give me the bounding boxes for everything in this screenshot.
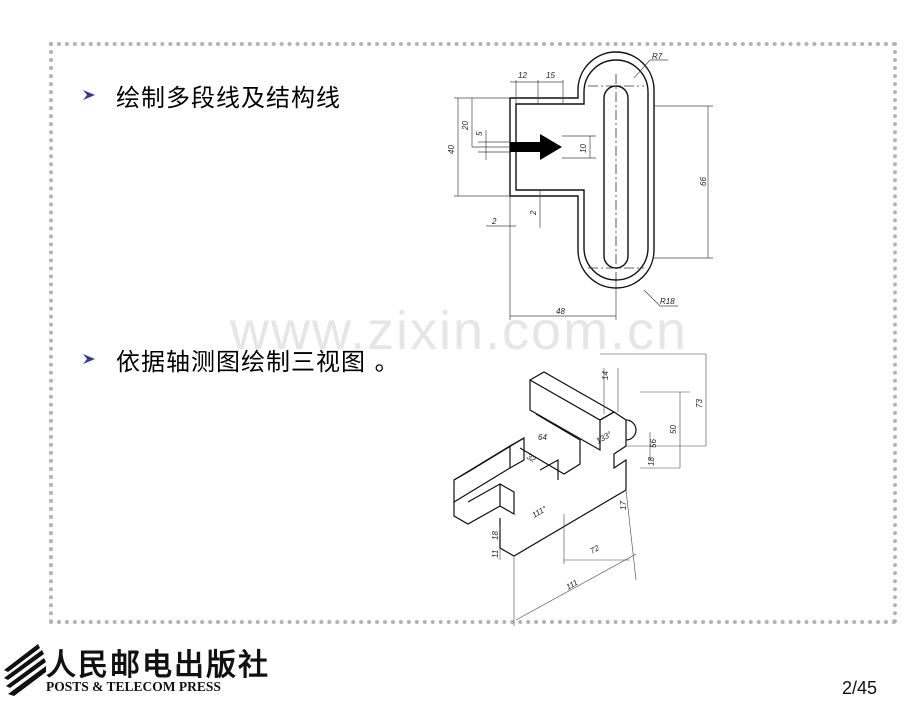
dim-label: 73: [695, 399, 704, 408]
slide-frame: [49, 42, 897, 624]
dim-label: 15: [546, 71, 555, 80]
dim-label: 72: [589, 543, 602, 556]
polyline-drawing: R7 12 15 20 40 5 10 66 2 2 48 R18: [447, 51, 713, 320]
dim-label: 56: [649, 439, 658, 448]
dim-label: 32: [525, 452, 538, 465]
bullet-text-2: 依据轴测图绘制三视图 。: [116, 347, 400, 376]
dim-label: 48: [556, 307, 565, 316]
dim-label: 5: [475, 131, 484, 136]
dim-label: 111: [565, 578, 580, 592]
dim-label: 14: [601, 371, 610, 380]
dim-label: 133°: [595, 429, 615, 445]
isometric-drawing: 14 73 64 32 133° 56 50 18 17 111° 11 18 …: [453, 353, 707, 626]
dim-label: 10: [579, 144, 588, 153]
bullet-arrow-icon: [82, 80, 116, 110]
dim-label: R18: [660, 297, 675, 306]
dim-label: 2: [529, 210, 538, 216]
bullet-text-1: 绘制多段线及结构线: [116, 83, 341, 112]
dim-label: 18: [647, 457, 656, 466]
dim-label: 66: [699, 177, 708, 186]
dim-label: 18: [491, 531, 500, 540]
dim-label: 111°: [531, 504, 549, 520]
dim-label: 64: [538, 433, 547, 442]
publisher-name-en: POSTS & TELECOM PRESS: [46, 679, 221, 694]
bullet-item-2: 依据轴测图绘制三视图 。: [82, 344, 400, 376]
dim-label: R7: [652, 52, 663, 61]
dim-label: 17: [619, 501, 628, 510]
dim-label: 40: [447, 145, 456, 154]
dim-label: 2: [491, 217, 497, 226]
page-number: 2/45: [842, 678, 878, 698]
dim-label: 12: [518, 71, 527, 80]
bullet-item-1: 绘制多段线及结构线: [82, 80, 341, 112]
publisher-name-cn: 人民邮电出版社: [46, 648, 270, 683]
watermark: www.zixin.com.cn: [230, 301, 689, 361]
dim-label: 20: [461, 121, 470, 131]
dim-label: 11: [491, 550, 500, 558]
publisher-logo-icon: [4, 644, 46, 696]
bullet-arrow-icon: [82, 344, 116, 374]
dim-label: 50: [669, 425, 678, 434]
